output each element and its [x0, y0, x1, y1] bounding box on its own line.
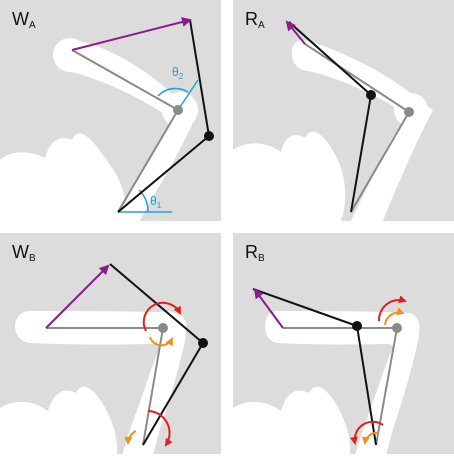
body-silhouette	[233, 311, 420, 454]
panel-wa: θ1 θ2 WA	[0, 0, 221, 221]
reference-elbow-joint	[404, 107, 414, 117]
shoulder-torque-red-arrow	[147, 410, 173, 447]
reference-arm	[71, 49, 179, 213]
target-arrow	[253, 288, 284, 329]
panel-rb-diagram	[233, 288, 420, 454]
angle-marker-theta2	[157, 79, 199, 111]
body-silhouette	[0, 311, 187, 454]
reference-elbow-joint	[158, 323, 168, 333]
shoulder-torque-red-arrow	[349, 420, 384, 445]
elbow-torque-orange-arrow	[384, 307, 405, 326]
actual-elbow-joint	[204, 131, 214, 141]
actual-elbow-joint	[198, 338, 208, 348]
target-arrow	[71, 17, 192, 51]
theta2-label: θ2	[172, 65, 184, 81]
shoulder-torque-orange-arrow	[124, 430, 137, 445]
panel-label: WA	[12, 9, 36, 31]
panel-wa-diagram: θ1 θ2	[0, 17, 214, 221]
panel-label: RB	[245, 242, 265, 264]
actual-arm	[288, 21, 372, 213]
shoulder-torque-orange-arrow	[361, 431, 380, 445]
panel-ra-diagram	[233, 20, 433, 221]
elbow-torque-orange-arrow	[149, 336, 173, 347]
reference-arm	[304, 43, 410, 213]
angle-marker-theta1	[118, 189, 172, 213]
panel-label: RA	[245, 9, 265, 31]
theta1-label: θ1	[150, 194, 162, 210]
actual-arm	[252, 288, 377, 446]
actual-elbow-joint	[366, 90, 376, 100]
panel-wb-diagram	[0, 263, 208, 454]
elbow-torque-red-arrow	[377, 295, 407, 322]
elbow-torque-red-arrow	[142, 301, 181, 332]
reference-arm	[283, 327, 398, 446]
panel-label: WB	[12, 242, 36, 264]
actual-arm	[117, 19, 210, 213]
panel-ra: RA	[233, 0, 454, 221]
panel-rb: RB	[233, 233, 454, 454]
body-silhouette	[233, 40, 433, 221]
target-arrow	[45, 264, 110, 329]
reference-arm	[46, 327, 164, 446]
panel-wb: WB	[0, 233, 221, 454]
target-arrow	[285, 20, 306, 45]
reference-elbow-joint	[392, 323, 402, 333]
actual-elbow-joint	[352, 321, 362, 331]
reference-elbow-joint	[173, 105, 183, 115]
